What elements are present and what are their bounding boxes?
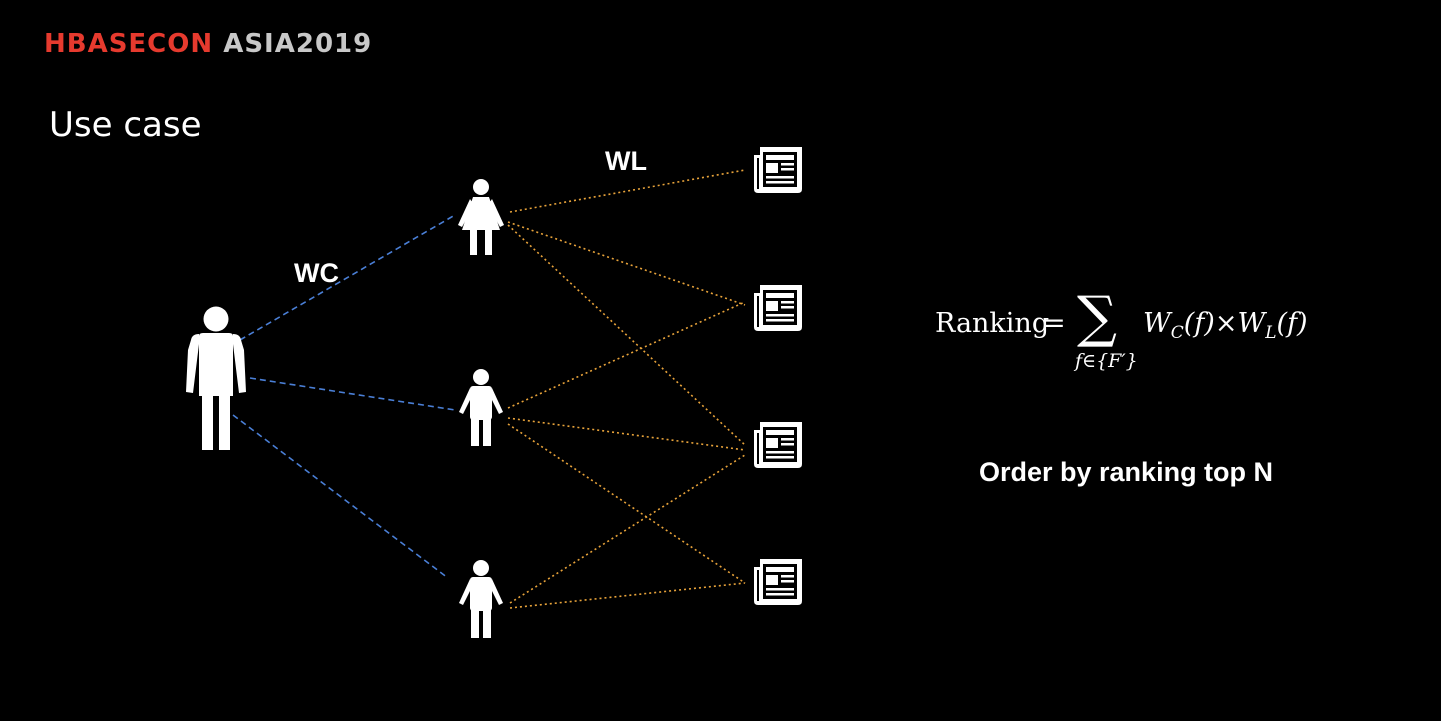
wl-edge-5	[507, 417, 746, 451]
newspaper-icon	[754, 422, 802, 468]
term-wl: W	[1237, 308, 1266, 339]
term-wl-arg: (f)	[1276, 308, 1308, 339]
order-by-text: Order by ranking top N	[979, 457, 1274, 487]
formula-lhs: Ranking	[935, 308, 1050, 339]
logo-part-asia2019: ASIA2019	[223, 29, 373, 59]
formula-rhs: WC(f)×WL(f)	[1143, 308, 1308, 343]
term-wl-subscript: L	[1265, 323, 1277, 343]
wl-label: WL	[605, 146, 647, 176]
wl-edge-8	[509, 582, 746, 609]
wc-edge-1	[239, 214, 456, 341]
wl-edge-4	[507, 301, 746, 409]
formula-equals: =	[1043, 308, 1066, 339]
wl-edge-3	[507, 224, 746, 446]
wl-edge-7	[509, 454, 746, 604]
term-wc-arg: (f)	[1183, 308, 1215, 339]
wl-edge-1	[509, 169, 746, 213]
logo-part-hbasecon: HBASECON	[44, 29, 214, 59]
wl-edge-2	[507, 221, 746, 306]
person-icon	[186, 306, 246, 450]
times-symbol: ×	[1214, 308, 1238, 339]
wc-label: WC	[294, 258, 339, 288]
male-person-icon	[459, 369, 503, 446]
term-wc-subscript: C	[1170, 323, 1184, 343]
male-person-icon	[459, 560, 503, 638]
newspaper-icon	[754, 147, 802, 193]
hbasecon-logo: HBASECON ASIA2019	[44, 28, 372, 60]
summation-index: f∈{F′}	[1075, 350, 1138, 372]
ranking-formula: Ranking = ∑ f∈{F′} WC(f)×WL(f)	[935, 288, 1355, 388]
wc-edges	[232, 214, 456, 579]
newspaper-icon	[754, 559, 802, 605]
newspaper-icon	[754, 285, 802, 331]
summation-symbol: ∑	[1077, 285, 1117, 350]
female-person-icon	[458, 179, 504, 255]
wl-edge-6	[507, 423, 746, 584]
wc-edge-2	[249, 377, 456, 411]
slide-title: Use case	[49, 105, 202, 145]
term-wc: W	[1143, 308, 1171, 339]
wl-edges	[507, 169, 746, 609]
wc-edge-3	[232, 414, 449, 579]
